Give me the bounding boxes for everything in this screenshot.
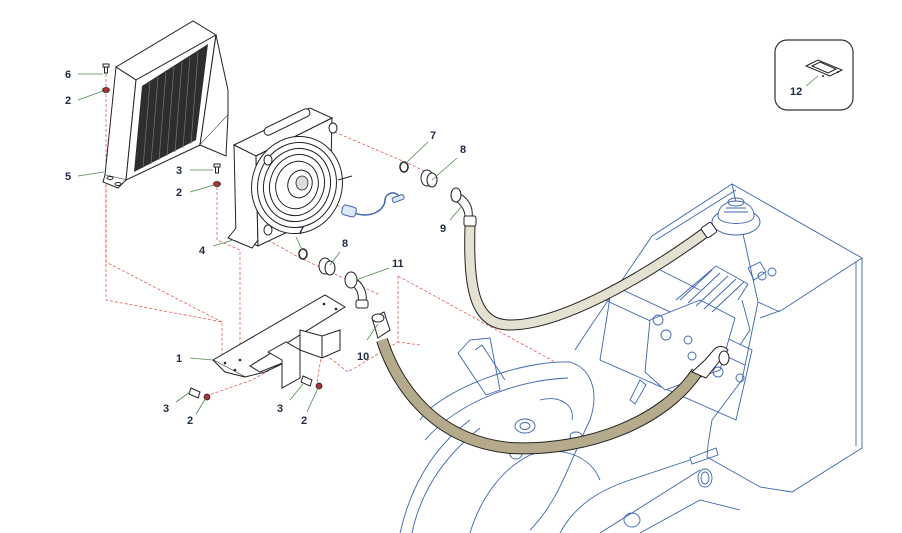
o-ring-lower	[298, 248, 308, 260]
callout-7: 7	[298, 225, 304, 237]
callout-5: 5	[65, 171, 71, 183]
o-ring-upper	[399, 161, 409, 173]
callout-3: 3	[277, 403, 283, 415]
cooler-guard	[102, 20, 229, 189]
callout-9: 9	[440, 223, 446, 235]
breather-cap	[711, 197, 761, 236]
callout-2: 2	[187, 415, 193, 427]
elbow-fitting	[344, 271, 369, 309]
callout-1: 1	[176, 353, 182, 365]
callout-2: 2	[65, 95, 71, 107]
callout-8: 8	[342, 238, 348, 250]
callout-6: 6	[65, 69, 71, 81]
callout-11: 11	[392, 258, 404, 270]
callout-labels: 6 2 5 3 2 4 7 8 9 7 8 11 10 1 3 2 3 2 12	[65, 69, 802, 427]
oil-cooler-fan-unit	[227, 107, 353, 249]
adapter-lower	[318, 257, 336, 276]
callout-3: 3	[176, 165, 182, 177]
callout-3: 3	[163, 403, 169, 415]
callout-2: 2	[301, 415, 307, 427]
callout-2: 2	[176, 187, 182, 199]
callout-10: 10	[357, 351, 369, 363]
callout-8: 8	[460, 144, 466, 156]
callout-12: 12	[790, 86, 802, 98]
fittings	[298, 161, 438, 309]
leader-lines	[77, 73, 463, 415]
hardware-bolts-washers	[102, 63, 323, 401]
callout-4: 4	[199, 245, 206, 257]
adapter-upper	[420, 169, 438, 188]
pressure-hose	[371, 311, 730, 455]
inset-box-shim	[774, 39, 854, 111]
mounting-bracket	[211, 294, 346, 389]
temperature-sensor-cable	[341, 192, 405, 218]
callout-7: 7	[430, 130, 436, 142]
return-hose	[450, 187, 718, 331]
